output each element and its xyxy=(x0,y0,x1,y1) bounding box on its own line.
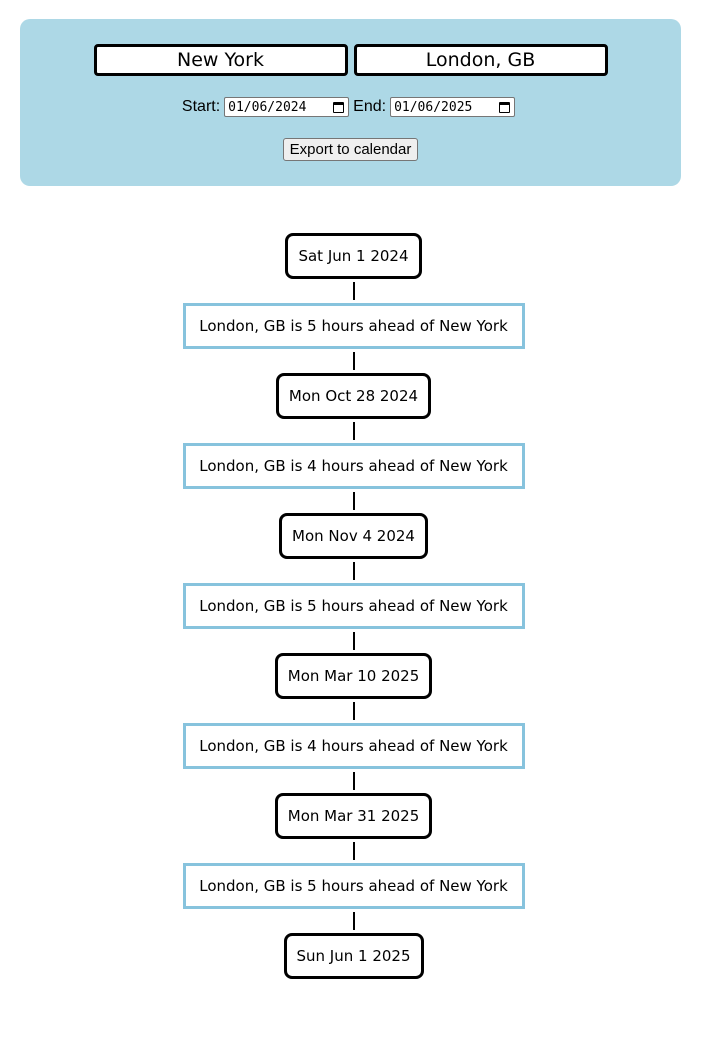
timeline-offset: London, GB is 5 hours ahead of New York xyxy=(182,863,525,909)
timeline-offset: London, GB is 5 hours ahead of New York xyxy=(182,303,525,349)
timeline-date: Sat Jun 1 2024 xyxy=(285,233,422,279)
timeline-connector xyxy=(352,562,355,580)
start-date-value: 01/06/2024 xyxy=(228,99,307,115)
timeline-connector xyxy=(352,772,355,790)
export-row: Export to calendar xyxy=(20,138,681,161)
end-date-value: 01/06/2025 xyxy=(394,99,473,115)
to-city-input[interactable] xyxy=(353,44,608,76)
timeline-date: Mon Nov 4 2024 xyxy=(279,513,428,559)
timeline-date: Sun Jun 1 2025 xyxy=(283,933,424,979)
from-city-input[interactable] xyxy=(93,44,348,76)
timeline-connector xyxy=(352,352,355,370)
timeline-date: Mon Mar 10 2025 xyxy=(274,653,433,699)
timeline-connector xyxy=(352,492,355,510)
date-range-row: Start: 01/06/2024 End: 01/06/2025 xyxy=(20,97,681,117)
export-to-calendar-button[interactable]: Export to calendar xyxy=(282,138,419,161)
end-label: End: xyxy=(353,98,387,115)
start-date-input[interactable]: 01/06/2024 xyxy=(224,97,350,117)
timeline-connector xyxy=(352,842,355,860)
timeline-connector xyxy=(352,282,355,300)
end-date-input[interactable]: 01/06/2025 xyxy=(390,97,516,117)
timeline-offset: London, GB is 4 hours ahead of New York xyxy=(182,443,525,489)
start-label: Start: xyxy=(181,98,221,115)
timeline-date: Mon Mar 31 2025 xyxy=(274,793,433,839)
timeline-connector xyxy=(352,912,355,930)
timeline-connector xyxy=(352,702,355,720)
timeline-offset: London, GB is 5 hours ahead of New York xyxy=(182,583,525,629)
timeline-connector xyxy=(352,632,355,650)
timeline-connector xyxy=(352,422,355,440)
city-row xyxy=(20,44,681,76)
calendar-icon[interactable] xyxy=(499,101,511,113)
calendar-icon[interactable] xyxy=(333,101,345,113)
timeline-offset: London, GB is 4 hours ahead of New York xyxy=(182,723,525,769)
controls-panel: Start: 01/06/2024 End: 01/06/2025 Export… xyxy=(20,19,681,186)
timeline-date: Mon Oct 28 2024 xyxy=(275,373,432,419)
timeline: Sat Jun 1 2024 London, GB is 5 hours ahe… xyxy=(0,233,707,979)
